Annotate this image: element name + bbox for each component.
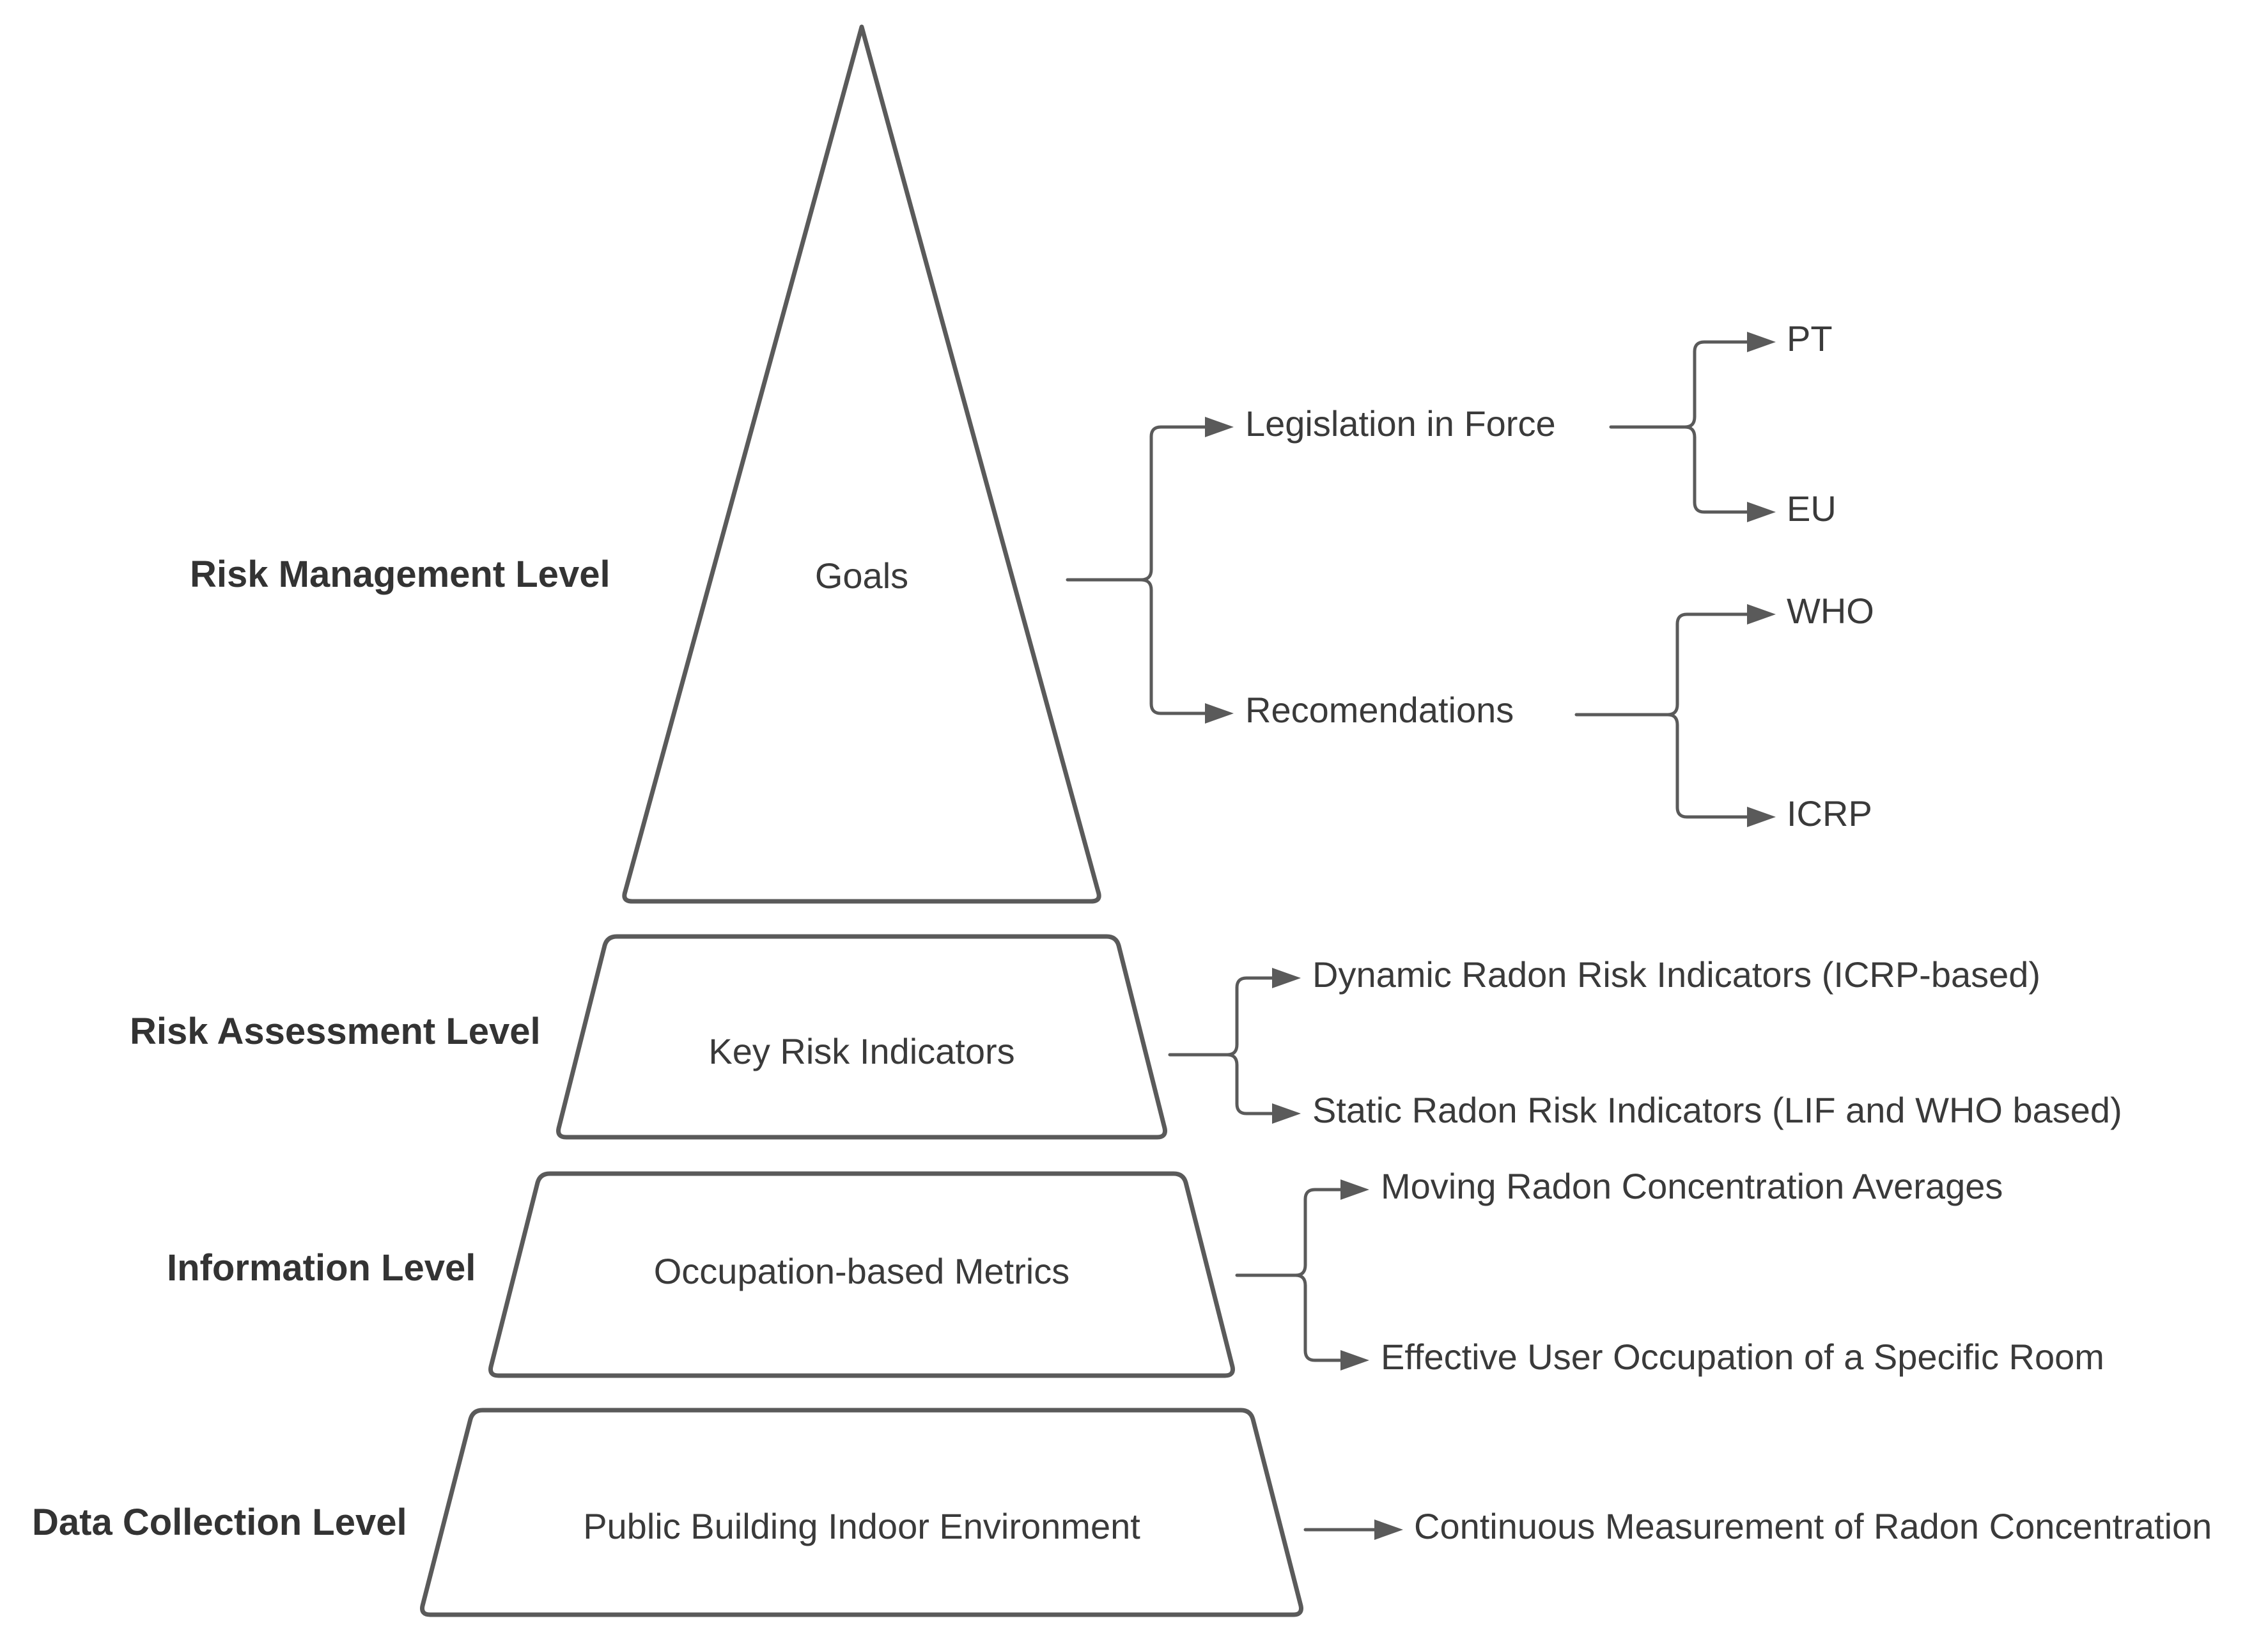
key-risk-indicators-trapezoid (556, 934, 1167, 1140)
legislation-label: Legislation in Force (1245, 403, 1556, 444)
level-label-risk-management: Risk Management Level (190, 554, 610, 595)
occupation-metrics-label: Occupation-based Metrics (654, 1251, 1070, 1291)
moving-averages-label: Moving Radon Concentration Averages (1381, 1166, 2003, 1206)
legislation-connector (1609, 332, 1776, 522)
dynamic-indicators-label: Dynamic Radon Risk Indicators (ICRP-base… (1312, 954, 2040, 995)
recommendations-connector (1574, 604, 1776, 827)
level-label-information: Information Level (167, 1247, 476, 1289)
occupation-metrics-connector (1235, 1179, 1369, 1371)
who-label: WHO (1787, 591, 1874, 631)
eu-label: EU (1787, 488, 1837, 529)
static-indicators-label: Static Radon Risk Indicators (LIF and WH… (1312, 1090, 2122, 1130)
key-risk-indicators-label: Key Risk Indicators (708, 1031, 1014, 1071)
indoor-environment-trapezoid (420, 1408, 1303, 1617)
indoor-environment-connector (1303, 1519, 1403, 1540)
level-label-data-collection: Data Collection Level (32, 1502, 407, 1543)
goals-connector (1066, 417, 1234, 724)
continuous-measurement-label: Continuous Measurement of Radon Concentr… (1414, 1506, 2212, 1546)
recommendations-label: Recomendations (1245, 690, 1514, 730)
goals-label: Goals (815, 555, 908, 596)
goals-triangle (622, 24, 1101, 904)
occupation-metrics-trapezoid (488, 1171, 1235, 1378)
icrp-label: ICRP (1787, 793, 1872, 834)
key-risk-indicators-connector (1168, 968, 1301, 1124)
level-label-risk-assessment: Risk Assessment Level (130, 1011, 541, 1052)
indoor-environment-label: Public Building Indoor Environment (583, 1506, 1140, 1546)
user-occupation-label: Effective User Occupation of a Specific … (1381, 1337, 2104, 1377)
pt-label: PT (1787, 318, 1833, 359)
